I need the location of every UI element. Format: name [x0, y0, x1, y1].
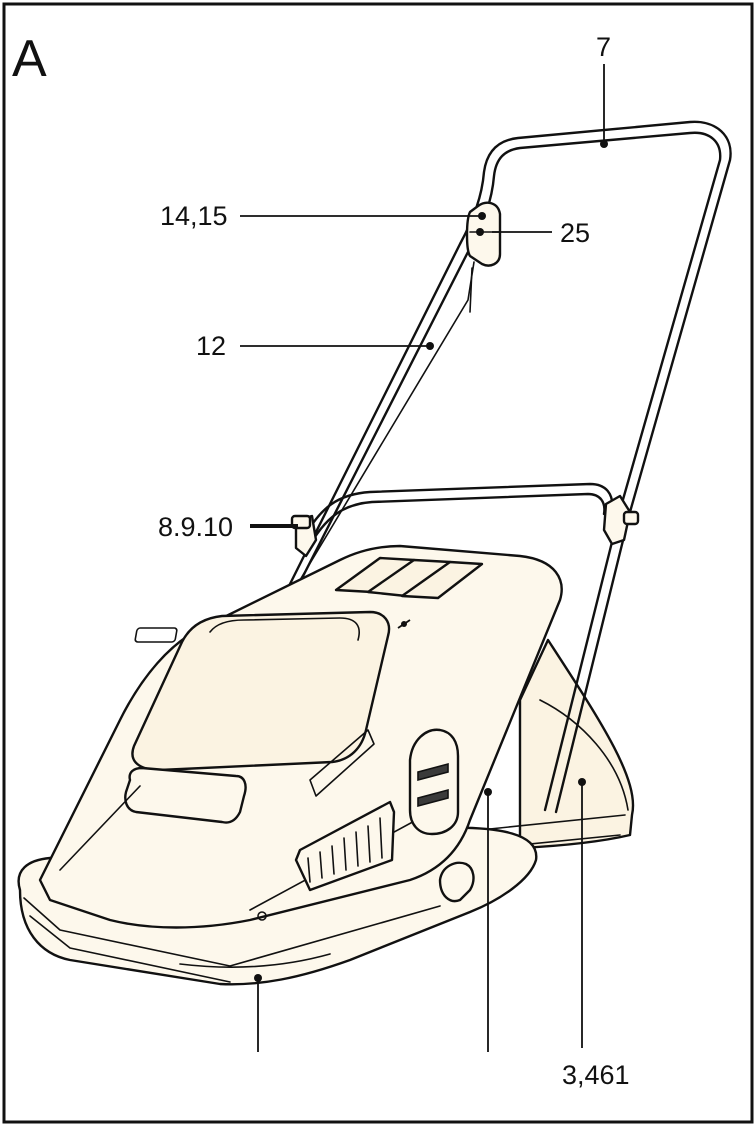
callout-12: 12 — [196, 331, 226, 361]
leader-7 — [600, 64, 608, 148]
switch-box — [465, 201, 502, 267]
callout-7: 7 — [596, 32, 611, 62]
figure-letter: A — [12, 30, 47, 88]
side-window — [408, 728, 460, 836]
leader-handle-lower — [484, 788, 492, 1052]
handle-knob-left — [290, 514, 318, 558]
handle-knob-right — [602, 494, 640, 546]
leader-25 — [476, 228, 552, 236]
callout-25: 25 — [560, 218, 590, 248]
callout-3-461: 3,461 — [562, 1060, 630, 1090]
leader-3-461 — [578, 778, 586, 1048]
leader-12 — [240, 342, 434, 350]
marker-body-top — [397, 619, 411, 629]
leader-base — [254, 974, 262, 1052]
callout-14-15: 14,15 — [160, 201, 228, 231]
leader-14-15 — [240, 212, 486, 220]
callout-8-9-10: 8.9.10 — [158, 512, 233, 542]
side-grille — [294, 800, 396, 892]
mower-body — [17, 544, 563, 986]
